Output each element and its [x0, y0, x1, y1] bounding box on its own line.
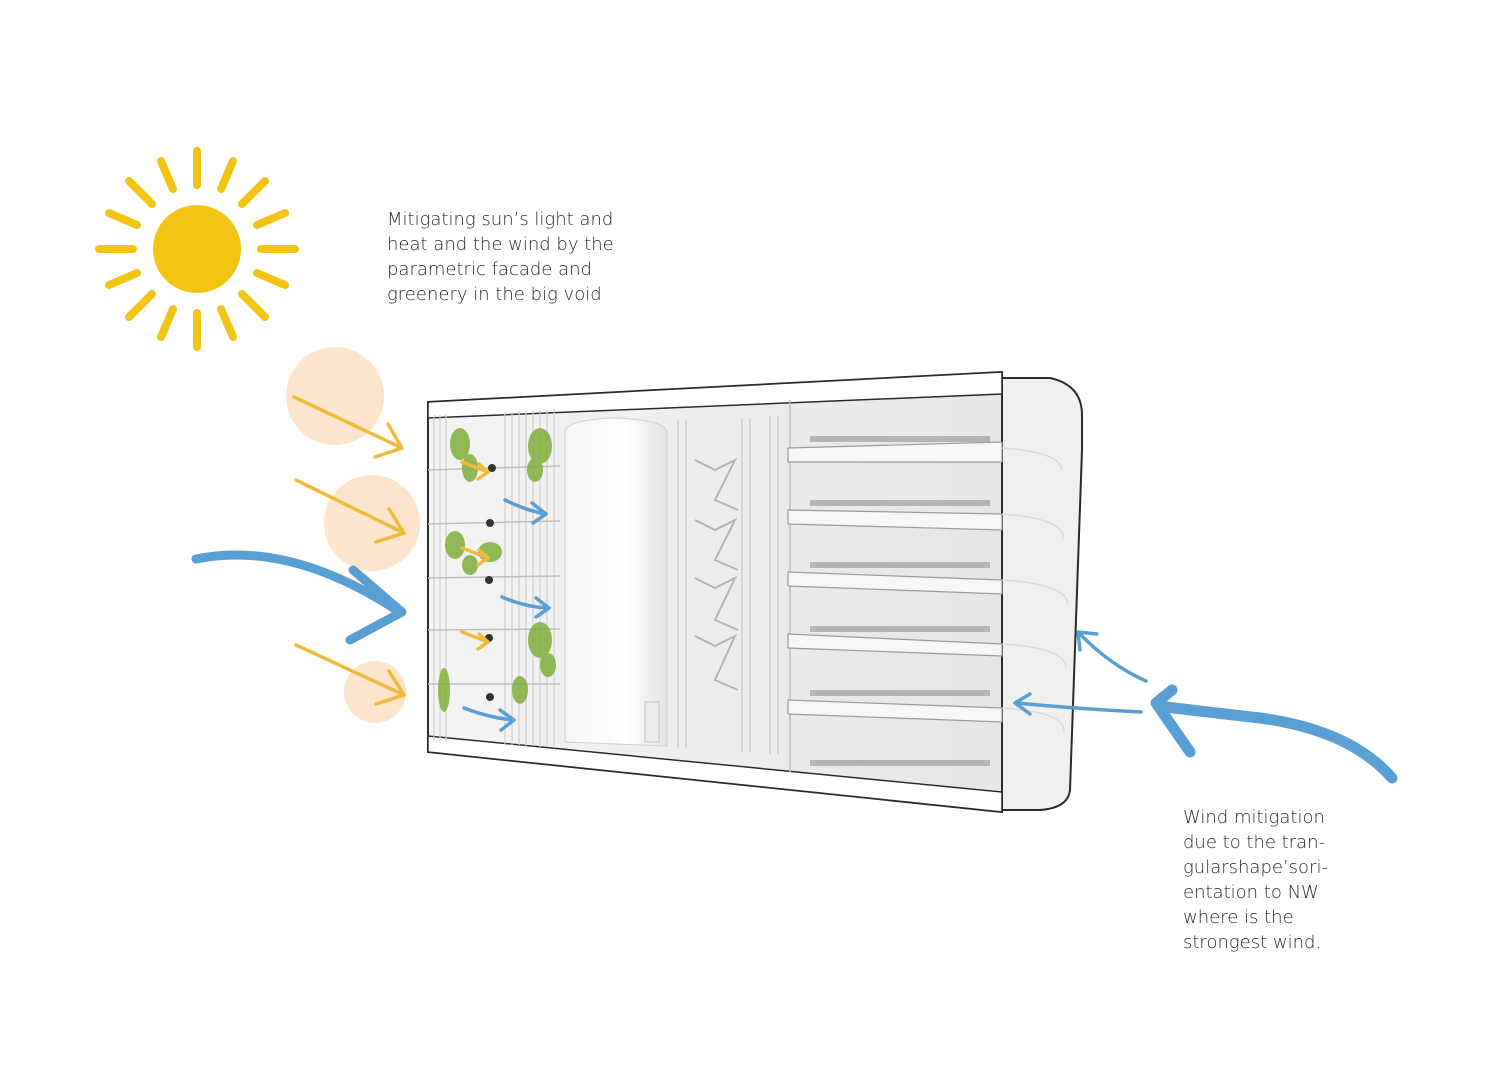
note-line: gularshape’sori-: [1183, 857, 1328, 878]
sun-mitigation-note: Mitigating sun’s light and heat and the …: [387, 207, 614, 307]
building-section-icon: [427, 370, 1083, 814]
sun-ray-arrow-icon: [292, 395, 490, 706]
sun-icon: [95, 147, 299, 351]
note-line: greenery in the big void: [387, 284, 602, 305]
note-line: due to the tran-: [1183, 832, 1326, 853]
heat-glow-circle: [324, 475, 420, 571]
note-line: parametric facade and: [387, 259, 592, 280]
note-line: Mitigating sun’s light and: [387, 209, 614, 230]
wind-arrow-icon: [1013, 630, 1398, 784]
wind-arrow-icon: [191, 498, 551, 732]
wind-mitigation-note: Wind mitigation due to the tran- gularsh…: [1183, 805, 1328, 955]
note-line: heat and the wind by the: [387, 234, 614, 255]
note-line: where is the: [1183, 907, 1294, 928]
heat-glow-circle: [286, 347, 384, 445]
note-line: strongest wind.: [1183, 932, 1322, 953]
note-line: Wind mitigation: [1183, 807, 1325, 828]
note-line: entation to NW: [1183, 882, 1319, 903]
